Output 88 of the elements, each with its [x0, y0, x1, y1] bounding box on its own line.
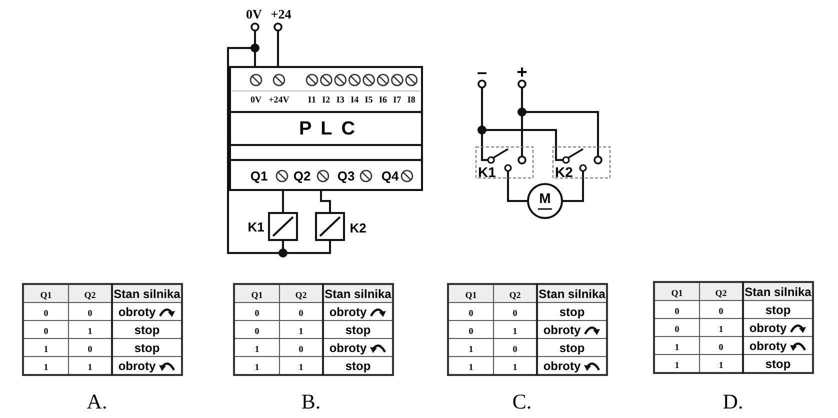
- motor-state: stop: [345, 322, 371, 336]
- output-label: Q3: [337, 170, 355, 182]
- terminal-label: I3: [336, 96, 344, 104]
- output-label: Q4: [381, 170, 399, 182]
- answer-letter: C.: [512, 390, 532, 414]
- column-header: Stan silnika: [744, 284, 812, 298]
- answer-letter: B.: [301, 390, 321, 414]
- input-value: 0: [718, 306, 724, 316]
- motor-state: stop: [559, 304, 585, 318]
- column-header: Q2: [509, 290, 521, 300]
- motor-state: stop: [765, 356, 791, 370]
- motor-state: obroty: [543, 322, 581, 336]
- input-value: 0: [512, 344, 518, 354]
- polarity-sign: +: [516, 63, 528, 81]
- motor-state: stop: [134, 340, 160, 354]
- input-value: 0: [468, 326, 474, 336]
- column-header: Q1: [40, 290, 52, 300]
- input-value: 1: [298, 326, 304, 336]
- motor-label: M: [539, 191, 551, 205]
- terminal-label: I4: [350, 96, 359, 104]
- terminal-label: 0V: [250, 96, 262, 104]
- input-value: 1: [674, 342, 680, 352]
- column-header: Q1: [465, 290, 477, 300]
- column-header: Q2: [715, 288, 727, 298]
- terminal-label: +24V: [268, 96, 290, 104]
- column-header: Q2: [84, 290, 96, 300]
- input-value: 0: [468, 308, 474, 318]
- input-value: 0: [674, 306, 680, 316]
- terminal-label: I6: [379, 96, 387, 104]
- relay-label: K2: [555, 165, 573, 179]
- input-value: 0: [44, 326, 48, 336]
- input-value: 0: [512, 308, 518, 318]
- input-value: 1: [512, 326, 518, 336]
- relay-label: K1: [478, 165, 496, 179]
- answer-letter: A.: [86, 390, 108, 414]
- input-value: 1: [254, 362, 260, 372]
- motor-state: stop: [134, 322, 160, 336]
- motor-state: obroty: [749, 338, 787, 352]
- input-value: 1: [468, 362, 474, 372]
- input-value: 1: [44, 344, 48, 354]
- motor-state: obroty: [329, 304, 367, 318]
- motor-state: obroty: [118, 304, 156, 318]
- input-value: 0: [88, 308, 92, 318]
- input-value: 1: [298, 362, 304, 372]
- input-value: 0: [88, 344, 92, 354]
- input-value: 0: [254, 308, 260, 318]
- terminal-label: I7: [393, 96, 402, 104]
- input-value: 1: [44, 362, 48, 372]
- column-header: Q1: [251, 290, 263, 300]
- answer-letter: D.: [722, 390, 744, 414]
- input-value: 0: [718, 342, 724, 352]
- relay-label: K1: [248, 220, 264, 234]
- column-header: Stan silnika: [324, 286, 392, 300]
- input-value: 1: [512, 362, 518, 372]
- motor-state: obroty: [118, 358, 156, 372]
- relay-label: K2: [350, 222, 366, 234]
- column-header: Q2: [295, 290, 307, 300]
- input-value: 0: [674, 324, 680, 334]
- supply-label: 0V: [246, 8, 262, 20]
- module-title: PLC: [298, 120, 364, 138]
- input-value: 1: [254, 344, 260, 354]
- terminal-label: I1: [308, 96, 316, 104]
- motor-state: stop: [345, 358, 371, 372]
- motor-state: stop: [559, 340, 585, 354]
- input-value: 1: [468, 344, 474, 354]
- terminal-label: I8: [407, 96, 416, 104]
- motor-state: obroty: [543, 358, 581, 372]
- input-value: 0: [44, 308, 48, 318]
- input-value: 1: [674, 360, 680, 370]
- output-label: Q1: [250, 170, 268, 182]
- column-header: Stan silnika: [114, 286, 180, 300]
- polarity-sign: –: [477, 63, 487, 81]
- terminal-label: I5: [364, 96, 373, 104]
- input-value: 0: [298, 308, 304, 318]
- terminal-label: I2: [322, 96, 330, 104]
- input-value: 1: [88, 362, 92, 372]
- input-value: 0: [298, 344, 304, 354]
- output-label: Q2: [293, 170, 311, 182]
- input-value: 1: [718, 360, 724, 370]
- column-header: Stan silnika: [538, 286, 606, 300]
- motor-state: stop: [765, 302, 791, 316]
- input-value: 1: [718, 324, 724, 334]
- motor-state: obroty: [329, 340, 367, 354]
- supply-label: +24: [270, 8, 292, 20]
- input-value: 1: [88, 326, 92, 336]
- input-value: 0: [254, 326, 260, 336]
- motor-state: obroty: [749, 320, 787, 334]
- column-header: Q1: [671, 288, 683, 298]
